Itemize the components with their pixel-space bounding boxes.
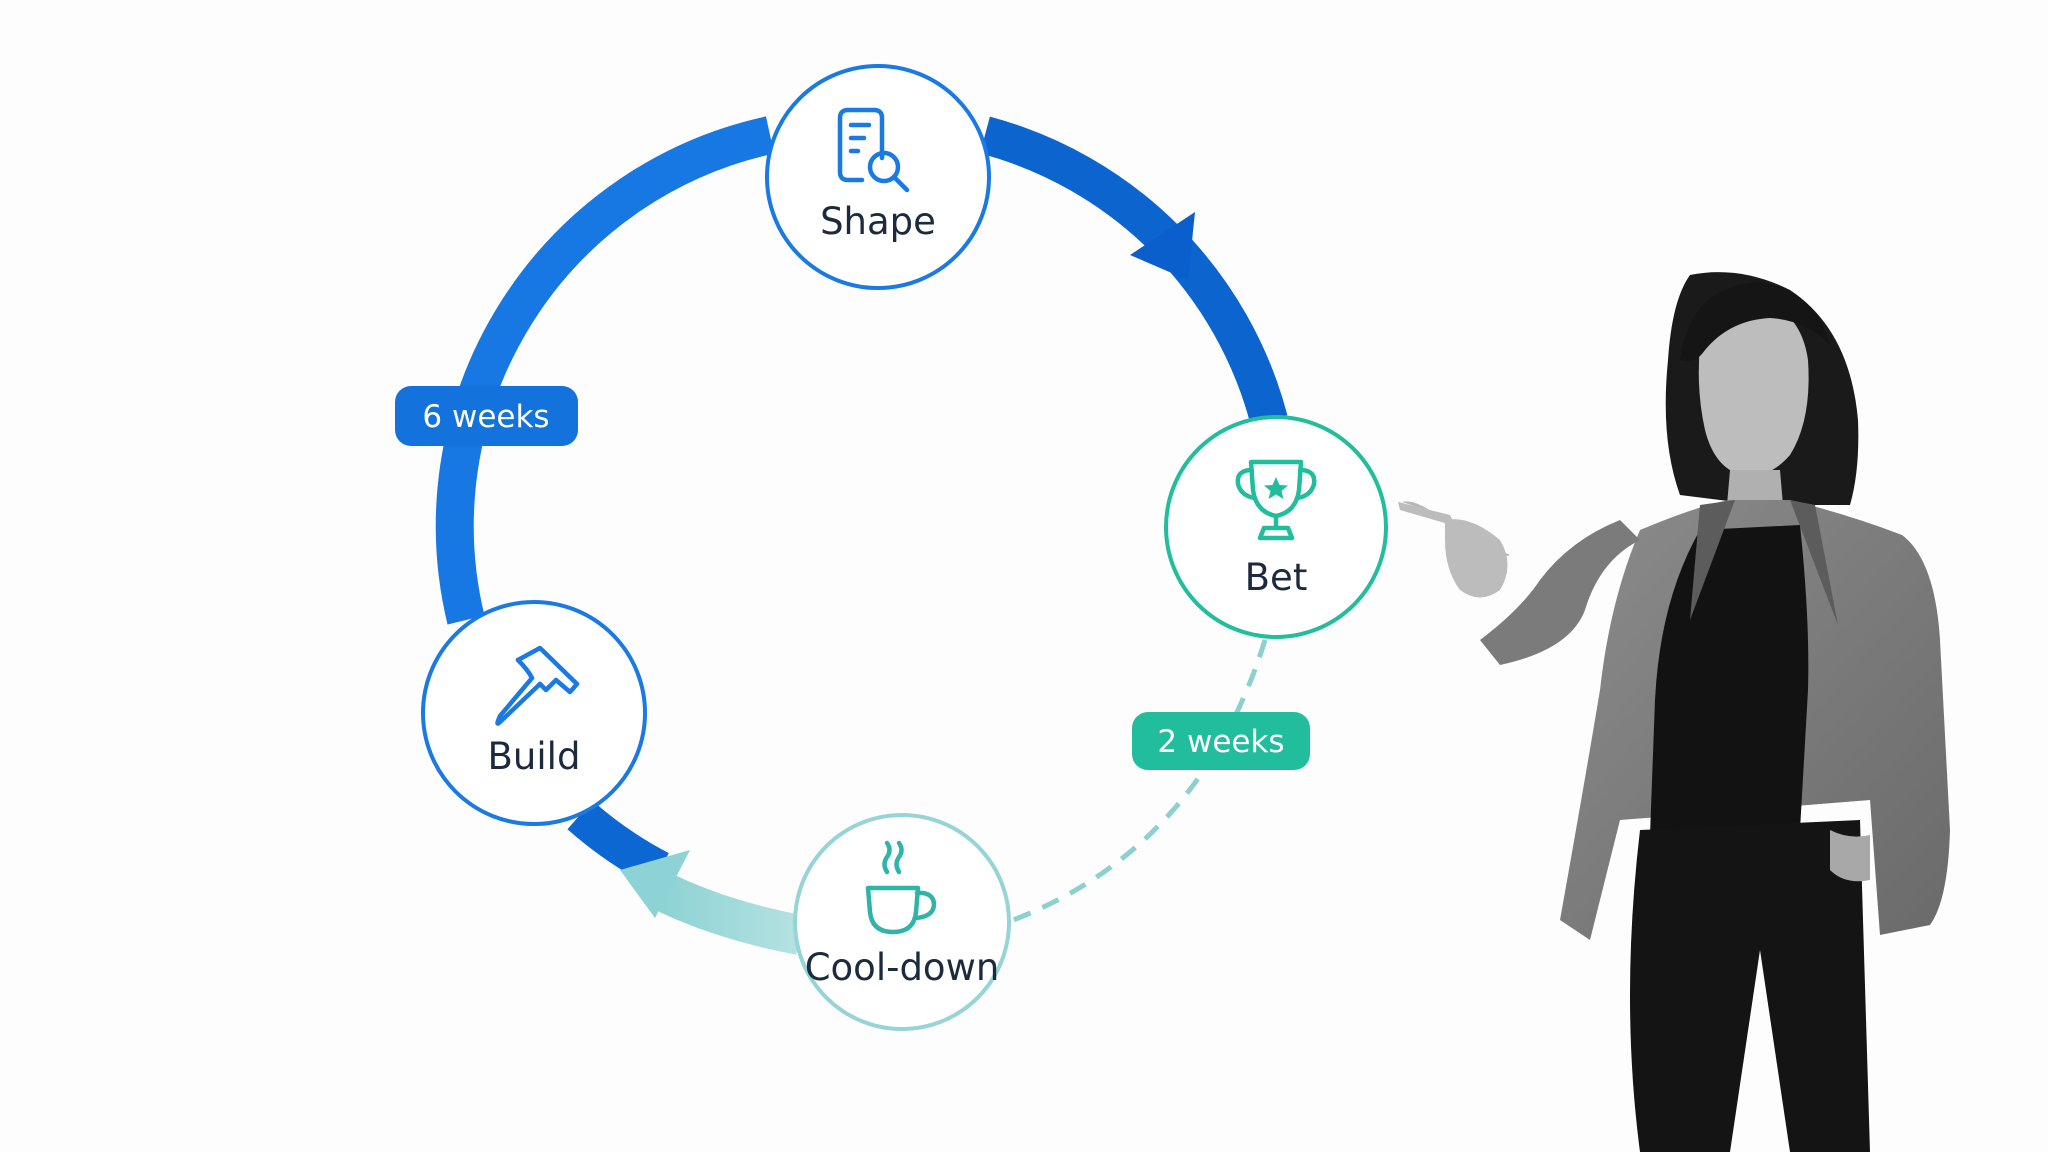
arc-build-to-shape bbox=[435, 116, 775, 625]
arc-build-bottom bbox=[567, 800, 670, 887]
stage-node-cooldown: Cool-down bbox=[793, 813, 1011, 1031]
duration-2-weeks-text: 2 weeks bbox=[1157, 724, 1284, 760]
arc-shape-to-bet bbox=[980, 116, 1288, 425]
duration-6-weeks-text: 6 weeks bbox=[422, 399, 549, 435]
document-search-icon bbox=[837, 107, 910, 193]
duration-pill-6-weeks: 6 weeks bbox=[395, 386, 578, 446]
duration-pill-2-weeks: 2 weeks bbox=[1132, 712, 1310, 770]
trophy-icon bbox=[1235, 459, 1317, 541]
arrowhead-shape-to-bet bbox=[1130, 212, 1195, 280]
stage-node-shape: Shape bbox=[765, 64, 991, 290]
stage-node-bet: Bet bbox=[1164, 415, 1388, 639]
coffee-cup-icon bbox=[865, 840, 937, 935]
stage-label-bet: Bet bbox=[1245, 556, 1308, 599]
stage-node-build: Build bbox=[421, 600, 647, 826]
presenter-photo bbox=[1398, 272, 1950, 1152]
cycle-ring bbox=[435, 116, 1288, 955]
stage-label-build: Build bbox=[488, 735, 581, 778]
arc-cooldown-to-build bbox=[651, 872, 804, 955]
hammer-icon bbox=[495, 645, 580, 726]
stage-label-shape: Shape bbox=[820, 200, 936, 243]
arrowhead-cooldown-to-build bbox=[620, 850, 690, 918]
trophy-star bbox=[1264, 477, 1288, 499]
stage-label-cooldown: Cool-down bbox=[805, 946, 1000, 989]
arc-bet-to-cooldown bbox=[1007, 639, 1268, 925]
